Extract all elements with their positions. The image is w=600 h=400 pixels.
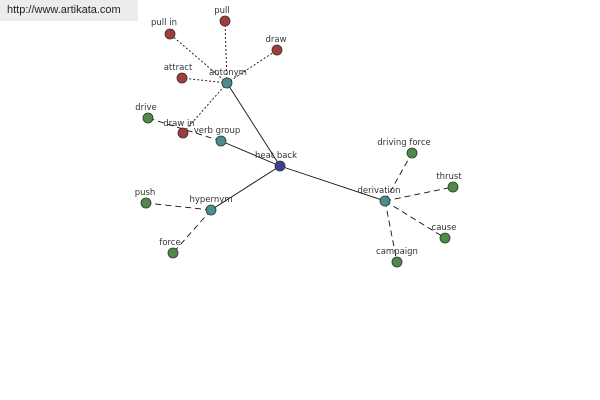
node-label-pull: pull [214,6,230,16]
nodes-layer: heat back antonym verb group hypernym deriva… [135,6,462,268]
edge-derivation-to-driving-force [384,152,413,202]
node-label-driving-force: driving force [377,138,431,148]
node-circle-driving-force[interactable] [406,147,418,159]
node-label-verb-group: verb group [194,126,241,136]
edge-heat-back-to-hypernym [210,165,281,211]
node-circle-cause[interactable] [439,232,451,244]
node-circle-force[interactable] [167,247,179,259]
node-hypernym[interactable]: hypernym [189,195,233,216]
edge-heat-back-to-verb-group [220,140,281,167]
node-label-heat-back: heat back [255,151,297,161]
node-attract[interactable]: attract [164,63,193,84]
node-label-hypernym: hypernym [189,195,232,205]
node-label-draw-in: draw in [163,119,195,129]
node-label-derivation: derivation [357,186,400,196]
node-label-attract: attract [164,63,193,73]
node-circle-pull-in[interactable] [164,28,176,40]
edge-antonym-to-draw-in [182,82,228,134]
node-circle-push[interactable] [140,197,152,209]
source-url-label: http://www.artikata.com [0,0,138,21]
node-draw-in[interactable]: draw in [163,119,195,139]
node-circle-antonym[interactable] [221,77,233,89]
edge-verb-group-to-drive [147,117,222,142]
node-circle-campaign[interactable] [391,256,403,268]
node-antonym[interactable]: antonym [209,68,247,89]
edge-derivation-to-campaign [384,200,398,263]
node-circle-draw-in[interactable] [177,127,189,139]
node-pull[interactable]: pull [214,6,231,27]
node-verb-group[interactable]: verb group [194,126,241,147]
edges-layer [145,20,454,263]
node-label-draw: draw [265,35,286,45]
node-label-pull-in: pull in [151,18,177,28]
node-push[interactable]: push [135,188,156,209]
node-derivation[interactable]: derivation [357,186,401,207]
node-circle-attract[interactable] [176,72,188,84]
edge-derivation-to-thrust [384,186,454,202]
node-label-cause: cause [432,223,457,233]
node-label-thrust: thrust [436,172,462,182]
node-cause[interactable]: cause [432,223,457,244]
node-circle-pull[interactable] [219,15,231,27]
node-label-campaign: campaign [376,247,418,257]
edge-derivation-to-cause [384,200,446,239]
edge-heat-back-to-antonym [226,82,281,167]
edge-hypernym-to-push [145,202,212,211]
node-force[interactable]: force [159,238,181,259]
node-campaign[interactable]: campaign [376,247,418,268]
node-label-push: push [135,188,156,198]
node-circle-hypernym[interactable] [205,204,217,216]
node-driving-force[interactable]: driving force [377,138,431,159]
node-circle-heat-back[interactable] [274,160,286,172]
node-label-force: force [159,238,180,248]
node-circle-drive[interactable] [142,112,154,124]
node-label-antonym: antonym [209,68,247,78]
node-circle-derivation[interactable] [379,195,391,207]
node-label-drive: drive [135,103,157,113]
edge-heat-back-to-derivation [279,165,386,202]
node-circle-verb-group[interactable] [215,135,227,147]
node-heat-back[interactable]: heat back [255,151,297,172]
node-thrust[interactable]: thrust [436,172,462,193]
edge-antonym-to-draw [226,49,278,84]
node-pull-in[interactable]: pull in [151,18,177,40]
node-circle-thrust[interactable] [447,181,459,193]
node-circle-draw[interactable] [271,44,283,56]
node-draw[interactable]: draw [265,35,287,56]
node-drive[interactable]: drive [135,103,157,124]
edge-antonym-to-pull-in [169,33,228,84]
edge-antonym-to-attract [181,77,228,84]
